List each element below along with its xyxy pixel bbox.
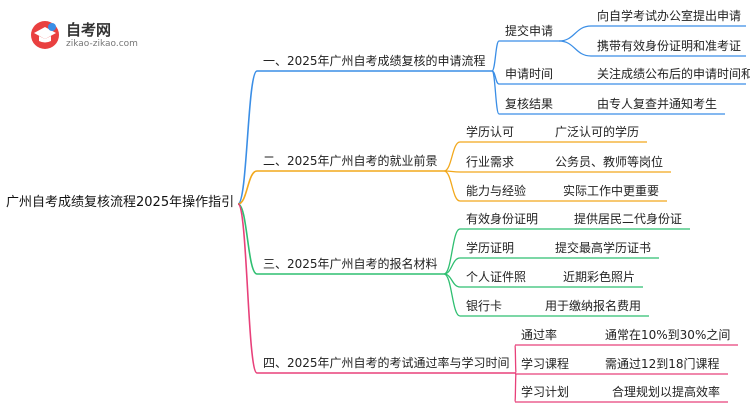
- connector-branch-4-child-1: [514, 344, 517, 374]
- connector-root-branch-4: [237, 203, 258, 374]
- branch-1-label: 一、2025年广州自考成绩复核的申请流程: [263, 54, 486, 68]
- branch-2-child-2: 行业需求: [466, 155, 515, 169]
- branch-2-leaf-3: 实际工作中更重要: [563, 184, 660, 198]
- branch-3-leaf-1: 提供居民二代身份证: [574, 212, 683, 226]
- branch-3-label: 三、2025年广州自考的报名材料: [263, 257, 438, 271]
- branch-1-leaf-3: 关注成绩公布后的申请时间和地点: [597, 67, 750, 81]
- branch-1-leaf-2: 携带有效身份证明和准考证: [597, 39, 742, 53]
- connector-branch-3-child-2: [443, 257, 461, 275]
- branch-4-child-3: 学习计划: [521, 385, 570, 399]
- connector-branch-2-child-3: [443, 170, 461, 202]
- connector-root-branch-3: [237, 203, 258, 275]
- logo-url: zikao-zikao.com: [66, 39, 138, 49]
- branch-3-leaf-3: 近期彩色照片: [563, 270, 636, 284]
- branch-3-leaf-2: 提交最高学历证书: [555, 241, 652, 255]
- branch-2-child-1: 学历认可: [466, 125, 515, 139]
- branch-3-child-2: 学历证明: [466, 241, 515, 255]
- branch-2-child-3: 能力与经验: [466, 184, 527, 198]
- connector-branch-3-child-1: [443, 228, 461, 275]
- connector-branch-1-leaf-2: [558, 40, 592, 57]
- branch-3-leaf-4: 用于缴纳报名费用: [545, 299, 642, 313]
- branch-3-child-4: 银行卡: [466, 299, 503, 313]
- branch-4-leaf-2: 需通过12到18门课程: [605, 357, 720, 371]
- connector-branch-4-child-3: [514, 372, 517, 403]
- branch-1-child-2: 申请时间: [505, 67, 554, 81]
- branch-4-child-1: 通过率: [521, 328, 558, 342]
- branch-1-child-1: 提交申请: [505, 24, 554, 38]
- connector-branch-1-leaf-1: [558, 25, 592, 42]
- branch-4-label: 四、2025年广州自考的考试通过率与学习时间: [263, 356, 510, 370]
- logo-title: 自考网: [66, 21, 112, 39]
- branch-1-leaf-1: 向自学考试办公室提出申请: [597, 9, 742, 23]
- branch-1-leaf-4: 由专人复查并通知考生: [597, 97, 718, 111]
- branch-2-label: 二、2025年广州自考的就业前景: [263, 154, 438, 168]
- graduation-cap-icon: [31, 21, 59, 49]
- connector-branch-2-child-1: [443, 141, 461, 172]
- connector-branch-1-child-1: [491, 40, 500, 72]
- branch-4-leaf-1: 通常在10%到30%之间: [605, 328, 731, 342]
- branch-2-leaf-1: 广泛认可的学历: [555, 125, 640, 139]
- site-logo: 自考网 zikao-zikao.com: [30, 18, 160, 52]
- branch-3-child-1: 有效身份证明: [466, 212, 539, 226]
- connector-branch-3-child-4: [443, 273, 461, 317]
- connector-branch-1-child-3: [491, 70, 500, 115]
- root-node: 广州自考成绩复核流程2025年操作指引: [6, 195, 235, 210]
- connector-root-branch-2: [237, 170, 258, 205]
- branch-2-leaf-2: 公务员、教师等岗位: [555, 155, 664, 169]
- branch-4-child-2: 学习课程: [521, 357, 570, 371]
- branch-4-leaf-3: 合理规划以提高效率: [612, 385, 721, 399]
- branch-1-child-3: 复核结果: [505, 97, 554, 111]
- branch-3-child-3: 个人证件照: [466, 270, 527, 284]
- connector-root-branch-1: [237, 70, 258, 205]
